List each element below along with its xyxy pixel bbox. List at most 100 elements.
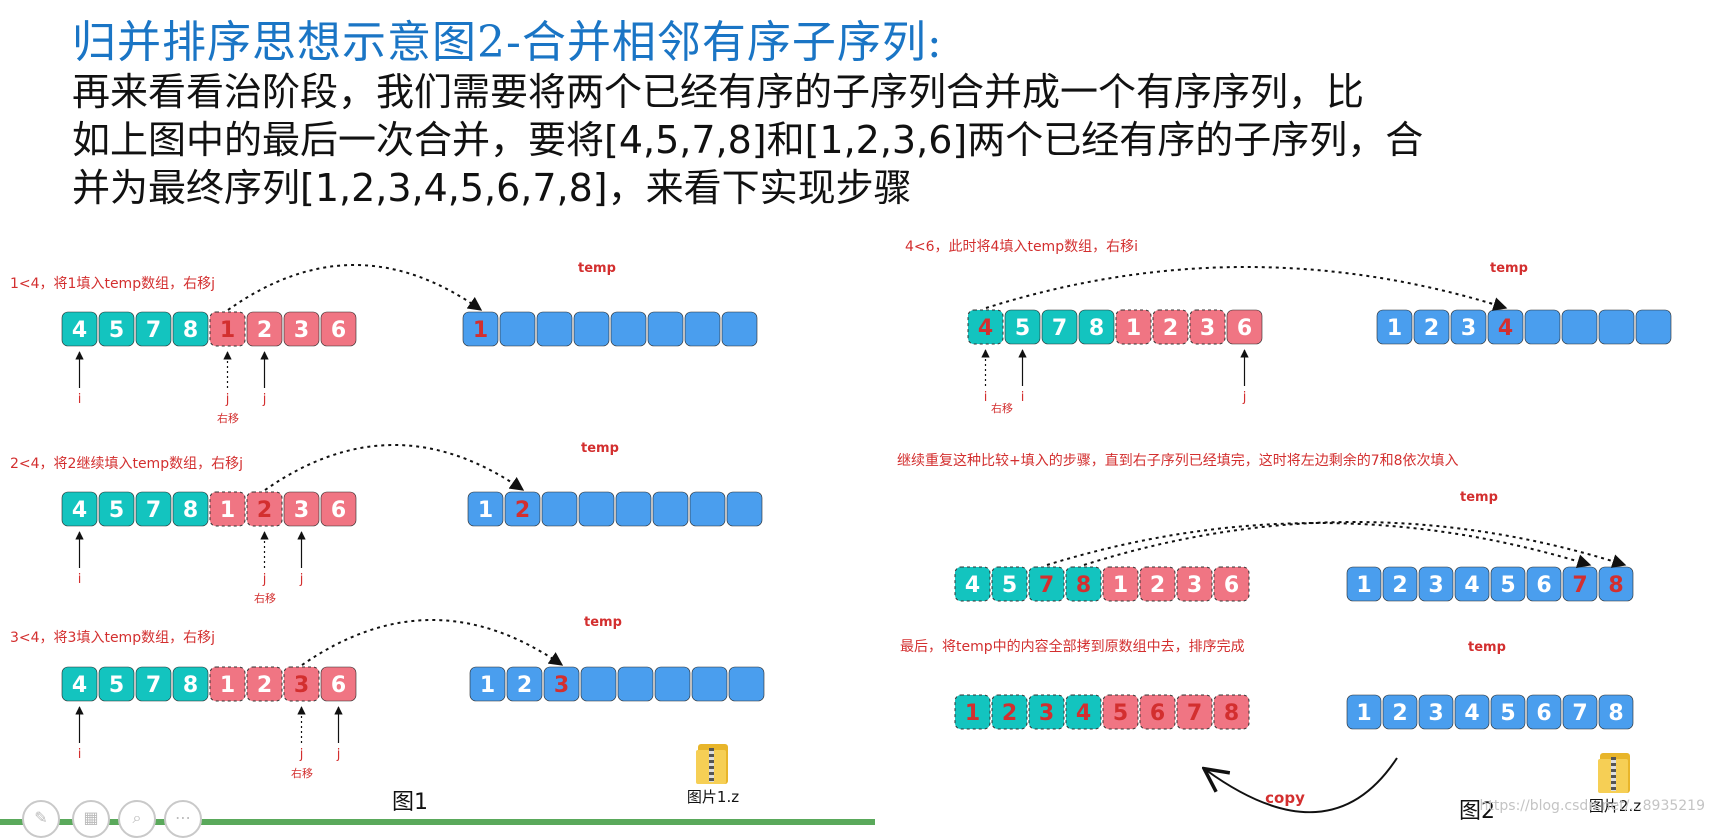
result-cell-value: 5 [1113,701,1128,726]
file-attachment-1[interactable]: 图片1.z [683,744,743,807]
right-cell [1226,309,1263,345]
temp-cell-value: 7 [1572,573,1587,598]
temp-cell [1382,566,1418,602]
figure-1-caption: 图1 [392,790,428,815]
temp-cell [1413,309,1450,345]
left-cell [61,311,98,347]
more-icon: ⋯ [175,808,191,827]
temp-cell-value: 1 [1387,316,1402,341]
temp-cell [689,491,726,527]
body-line-3: 并为最终序列[1,2,3,4,5,6,7,8]，来看下实现步骤 [72,166,912,210]
temp-cell [654,666,691,702]
fig1-move-label: 右移 [254,591,276,605]
left-cell-value: 4 [72,318,87,343]
footer-bar [0,819,875,825]
temp-cell [721,311,758,347]
fig1-temp-label: temp [584,615,622,630]
pen-icon: ✎ [34,808,48,827]
temp-cell [1598,309,1635,345]
temp-cell-value: 2 [1392,701,1407,726]
temp-cell-value: 5 [1500,573,1515,598]
temp-cell [1454,566,1490,602]
zip-folder-icon [696,744,730,784]
temp-cell [1635,309,1672,345]
fig1-step-label: 2<4，将2继续填入temp数组，右移j [10,455,243,472]
fig1-transfer-curve [301,619,564,666]
fig1-step-label: 3<4，将3填入temp数组，右移j [10,630,215,646]
temp-cell-value: 7 [1572,701,1587,726]
right-cell [320,666,357,702]
fig1-pointer-label: i [78,747,82,762]
temp-cell-value: 4 [1464,701,1479,726]
copy-label: copy [1265,789,1305,807]
temp-cell [615,491,652,527]
left-cell-value: 8 [183,498,198,523]
temp-cell-value: 2 [1392,573,1407,598]
temp-cell [726,491,763,527]
more-options-button[interactable]: ⋯ [164,800,202,838]
temp-cell [1376,309,1413,345]
right-cell [1176,566,1213,602]
file-attachment-2[interactable]: 图片2.z [1585,753,1645,816]
temp-cell [469,666,506,702]
right-cell [246,491,283,527]
result-cell [954,694,991,730]
figure-2-caption: 图2 [1459,799,1495,824]
temp-cell-value: 2 [1424,316,1439,341]
fig1-pointer-label: j [225,392,230,407]
right-cell-value: 1 [220,673,235,698]
temp-cell [610,311,647,347]
left-cell-value: 7 [146,498,161,523]
temp-cell [1454,694,1490,730]
left-cell-value: 4 [965,573,980,598]
temp-cell [1382,694,1418,730]
temp-cell [499,311,536,347]
left-cell [1065,566,1102,602]
left-cell-value: 8 [183,673,198,698]
zoom-button[interactable]: ⌕ [118,800,156,838]
fig2-transfer-curve [1046,522,1592,568]
result-cell [1213,694,1250,730]
magnifier-icon: ⌕ [132,808,142,827]
left-cell [135,666,172,702]
left-cell-value: 5 [109,318,124,343]
right-cell-value: 1 [1126,316,1141,341]
temp-cell-value: 4 [1498,316,1513,341]
right-cell [246,666,283,702]
slides-overview-button[interactable]: ▦ [72,800,110,838]
temp-cell [684,311,721,347]
fig1-pointer-label: j [262,572,267,587]
copy-arrow [1206,757,1398,813]
pen-tool-button[interactable]: ✎ [22,800,60,838]
fig2-temp-label: temp [1490,261,1528,276]
fig2-step-label: 4<6，此时将4填入temp数组，右移i [905,239,1138,255]
temp-cell [536,311,573,347]
temp-cell [506,666,543,702]
result-cell [1176,694,1213,730]
left-cell-value: 8 [1076,573,1091,598]
fig2-move-label: 右移 [991,401,1013,415]
fig2-transfer-curve [1083,521,1627,568]
right-cell-value: 2 [1163,316,1178,341]
left-cell [172,666,209,702]
slide-title: 归并排序思想示意图2-合并相邻有序子序列: [72,17,943,68]
fig2-pointer-label: j [1242,390,1247,405]
temp-cell [504,491,541,527]
fig1-pointer-label: j [336,747,341,762]
right-cell-value: 6 [331,673,346,698]
left-cell [1078,309,1115,345]
right-cell-value: 3 [294,673,309,698]
left-cell-value: 5 [109,673,124,698]
temp-cell-value: 8 [1608,573,1623,598]
temp-cell-value: 4 [1464,573,1479,598]
left-cell-value: 7 [1052,316,1067,341]
temp-cell-value: 1 [1356,701,1371,726]
slide-body-text: 再来看看治阶段，我们需要将两个已经有序的子序列合并成一个有序序列，比 如上图中的… [72,68,1672,212]
temp-cell [1562,694,1598,730]
temp-cell-value: 1 [1356,573,1371,598]
right-cell [1189,309,1226,345]
right-cell-value: 6 [331,498,346,523]
temp-cell [543,666,580,702]
left-cell [135,311,172,347]
